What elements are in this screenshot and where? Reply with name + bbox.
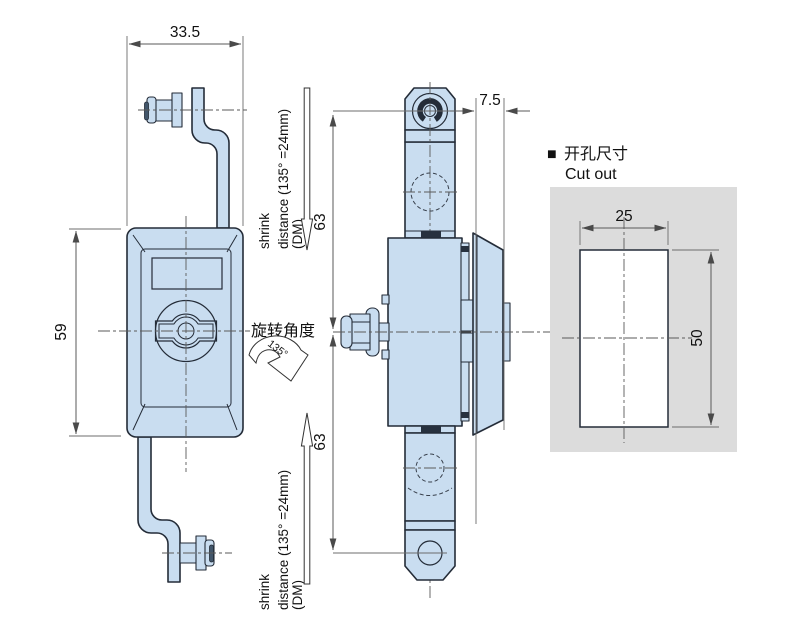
strip-clip-top — [461, 246, 469, 252]
bottom-end-tab — [404, 529, 456, 581]
cutout-title-en: Cut out — [565, 166, 617, 183]
label-window — [151, 257, 223, 290]
shrink-note-top-line1: shrink — [257, 213, 272, 249]
front-width-dimension: 33.5 — [126, 24, 244, 226]
top-clamp-block — [421, 231, 441, 238]
bottom-clamp-block — [421, 426, 441, 433]
rotation-annotation: 旋转角度 135° — [248, 322, 315, 382]
body-left-notch-top — [381, 294, 390, 305]
lower-hidden-arc — [407, 487, 453, 496]
key-cam-inner — [158, 316, 214, 346]
shrink-arrow-down — [300, 87, 314, 251]
cutout-width-value: 25 — [615, 208, 632, 225]
lower-bar — [404, 432, 456, 522]
panel-gap-dimension: 7.5 — [450, 92, 530, 524]
shrink-note-top-line2: distance (135° =24mm) — [276, 109, 291, 249]
upper-latch-cylinder — [154, 99, 174, 122]
upper-latch-rod — [191, 87, 230, 229]
lower-bar-band — [404, 520, 456, 531]
shrink-note-top-line3: (DM) — [290, 219, 305, 249]
body-left-notch-bottom — [381, 349, 390, 360]
chamfer-line-tr — [226, 234, 238, 253]
key-cam-outline — [154, 313, 218, 349]
side-view: 63 63 7.5 — [312, 82, 558, 600]
lower-travel-dimension: 63 — [312, 334, 337, 551]
body-outer-frame — [126, 227, 244, 438]
front-width-value: 33.5 — [170, 24, 200, 41]
chamfer-line-bl — [132, 403, 146, 431]
lower-latch-rod — [137, 436, 181, 583]
front-frame-profile — [472, 232, 504, 436]
cutout-height-value: 50 — [689, 329, 706, 347]
rotation-arrow — [248, 335, 309, 382]
upper-travel-dimension: 63 — [312, 114, 337, 330]
lower-travel-value: 63 — [312, 433, 329, 450]
lock-body-front — [98, 216, 250, 472]
cutout-title-cn: 开孔尺寸 — [564, 145, 628, 163]
shrink-note-bottom-line3: (DM) — [290, 580, 305, 610]
upper-latch — [138, 87, 247, 229]
gasket-plate-lower — [460, 332, 475, 363]
gasket-plate-upper — [460, 299, 475, 332]
lower-hidden-hole — [415, 453, 445, 483]
rotation-angle-label: 旋转角度 — [251, 322, 315, 340]
shrink-note-top: shrink distance (135° =24mm) (DM) — [257, 109, 305, 249]
lower-latch — [137, 436, 232, 583]
shrink-note-bottom-line1: shrink — [257, 574, 272, 610]
panel-gap-value: 7.5 — [479, 92, 501, 109]
shrink-annotations: shrink distance (135° =24mm) (DM) shrink… — [257, 87, 314, 610]
strip-clip-bottom — [461, 412, 469, 418]
front-view: 33.5 59 — [53, 24, 315, 583]
upper-travel-value: 63 — [312, 213, 329, 230]
shrink-note-bottom-line2: distance (135° =24mm) — [276, 470, 291, 610]
upper-latch-cap-band — [144, 101, 149, 121]
front-height-dimension: 59 — [53, 228, 121, 437]
shrink-arrow-up — [300, 412, 314, 585]
chamfer-line-tl — [132, 234, 146, 253]
cutout-height-dimension: 50 — [672, 249, 719, 428]
chamfer-line-br — [226, 403, 238, 431]
section-marker-icon: ■ — [547, 146, 557, 163]
lower-latch-cap-band — [209, 544, 214, 563]
front-height-value: 59 — [53, 323, 70, 340]
cutout-width-dimension: 25 — [579, 208, 669, 245]
shrink-note-bottom: shrink distance (135° =24mm) (DM) — [257, 470, 305, 610]
cutout-section: ■ 开孔尺寸 Cut out 25 50 — [547, 145, 737, 452]
